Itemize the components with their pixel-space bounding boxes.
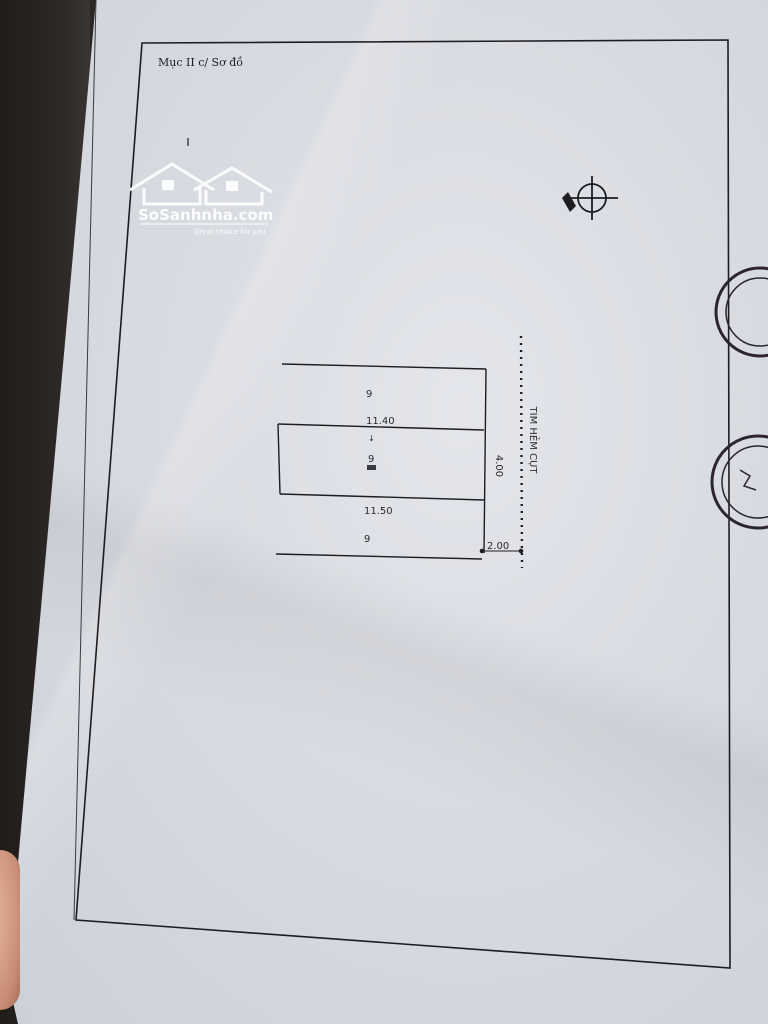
house-logo-icon	[129, 162, 273, 206]
alley-center-line	[519, 335, 524, 569]
document-frame	[75, 39, 731, 969]
dimension-bottom-width: 11.50	[364, 506, 393, 517]
parcel-lines	[275, 363, 487, 560]
parcel-label-main: 9	[368, 454, 374, 465]
arrow-mark: ↓	[368, 434, 375, 443]
alley-label: TIM HẺM CỤT	[527, 406, 541, 475]
paper-edge-line	[73, 0, 97, 921]
finger-holding-paper	[0, 850, 20, 1010]
parcel-marker	[367, 465, 376, 470]
official-stamp-seal-top	[714, 266, 768, 358]
parcel-label-bottom: 9	[364, 534, 370, 545]
dimension-depth: 4.00	[493, 455, 504, 477]
section-title: Mục II c/ Sơ đồ	[158, 56, 243, 69]
sosanhnha-watermark: SoSanhnha.com Great choice for you	[129, 162, 273, 236]
dimension-alley-width: 2.00	[487, 541, 509, 552]
north-arrow-icon	[562, 176, 618, 220]
official-stamp-seal-bottom	[710, 434, 768, 530]
watermark-brand: SoSanhnha.com	[138, 206, 273, 224]
parcel-label-top: 9	[366, 389, 372, 400]
dimension-top-width: 11.40	[366, 416, 395, 427]
watermark-tagline: Great choice for you	[194, 228, 265, 236]
alley-width-dimension	[479, 548, 524, 554]
